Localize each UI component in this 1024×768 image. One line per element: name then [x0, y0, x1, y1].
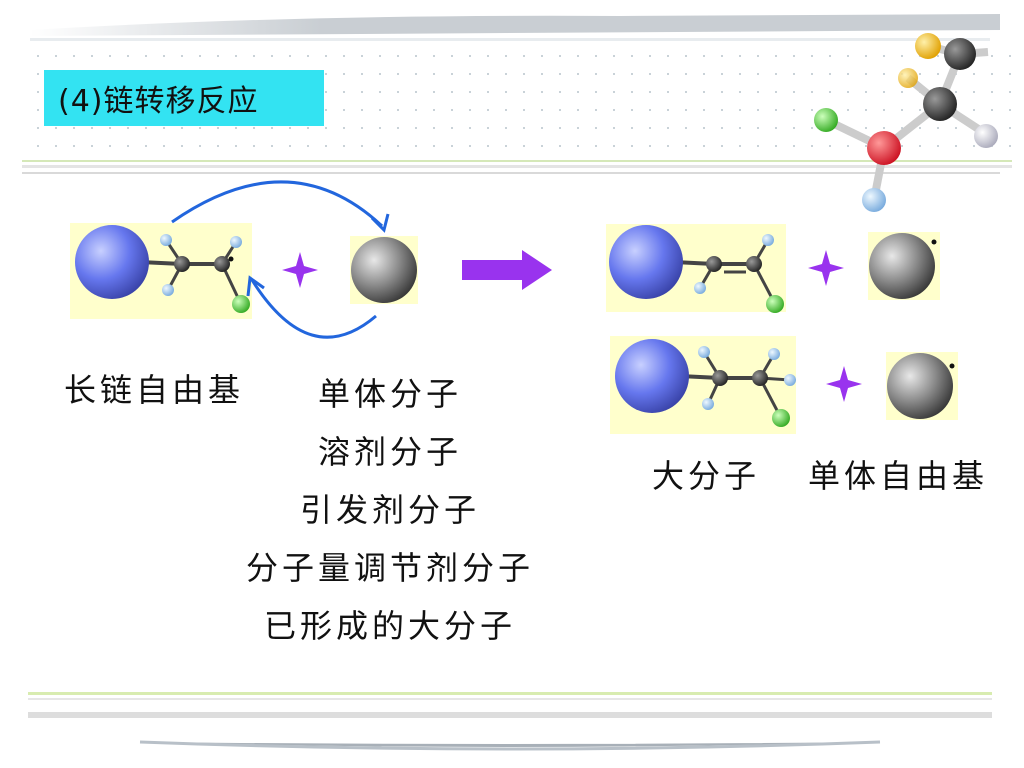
molecule-type-item: 分子量调节剂分子: [245, 549, 534, 587]
plus-sign: [282, 252, 318, 288]
monomer-radical-grey: [886, 352, 958, 420]
corner-molecule-graphic: [814, 33, 998, 212]
plus-sign: [808, 250, 844, 286]
molecule-type-item: 溶剂分子: [317, 433, 462, 471]
slide-title: (4)链转移反应: [44, 70, 324, 126]
label-monomer-radical: 单体自由基: [808, 457, 989, 495]
molecule-type-item: 已形成的大分子: [263, 607, 516, 645]
macromolecule-product: [606, 224, 786, 313]
molecule-type-item: 单体分子: [317, 375, 462, 413]
label-long-chain-radical: 长链自由基: [64, 371, 245, 409]
plus-sign: [826, 366, 862, 402]
monomer-radical-grey: [868, 232, 940, 300]
transfer-curve-arrow-bottom: [250, 279, 377, 339]
long-chain-radical-molecule: [70, 223, 252, 319]
transfer-curve-arrow-top: [171, 180, 384, 228]
label-macromolecule: 大分子: [652, 457, 761, 495]
molecule-type-list: 单体分子 溶剂分子 引发剂分子 分子量调节剂分子 已形成的大分子: [200, 365, 580, 655]
molecule-type-item: 引发剂分子: [299, 491, 480, 529]
reaction-arrow: [462, 250, 552, 290]
small-molecule-grey: [350, 236, 418, 304]
saturated-macromolecule-product: [610, 336, 796, 434]
